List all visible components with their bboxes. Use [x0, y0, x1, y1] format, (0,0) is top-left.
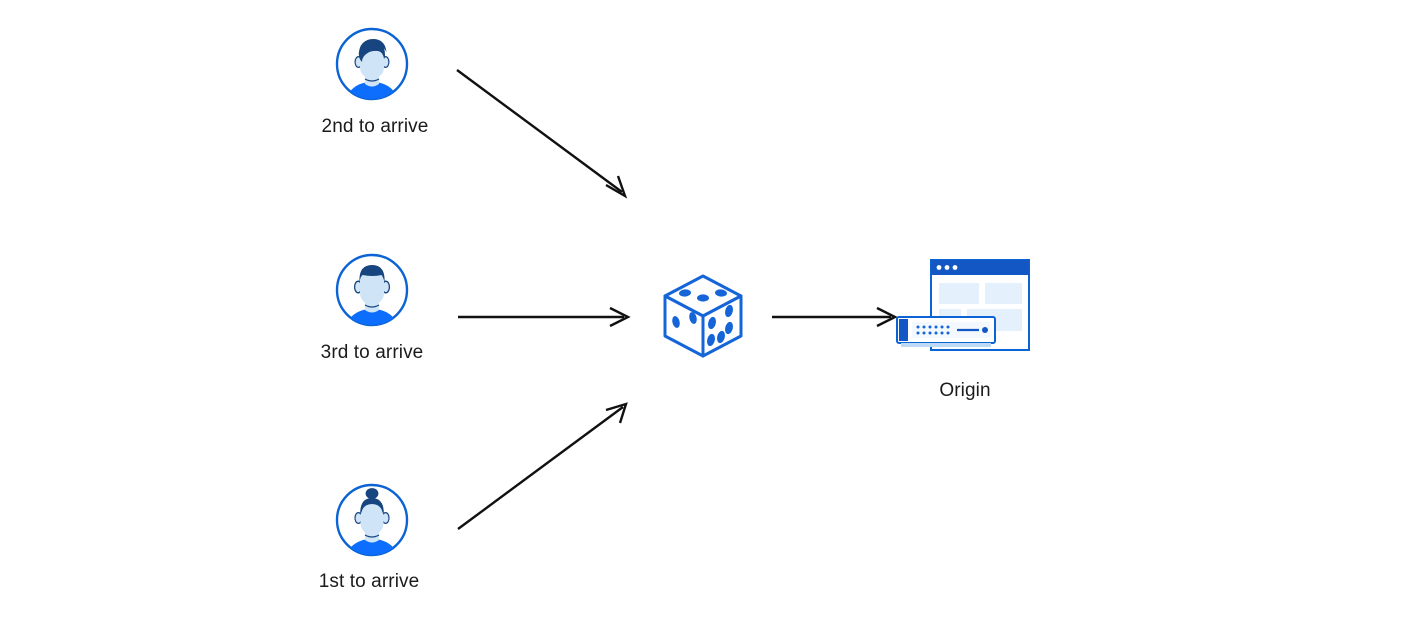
node-label-user-2nd: 2nd to arrive	[321, 116, 429, 137]
user-avatar-icon	[335, 253, 409, 327]
node-dice[interactable]	[655, 268, 751, 364]
node-user-2nd[interactable]	[334, 26, 410, 102]
arrow-1st-to-dice	[457, 402, 628, 530]
user-avatar-icon	[335, 27, 409, 101]
node-origin[interactable]	[893, 256, 1033, 356]
arrow-3rd-to-dice	[458, 306, 631, 328]
node-user-3rd[interactable]	[334, 252, 410, 328]
node-label-origin: Origin	[939, 380, 991, 401]
node-label-user-1st: 1st to arrive	[318, 571, 420, 592]
server-device-shape	[896, 316, 996, 347]
user-avatar-icon	[335, 483, 409, 557]
node-user-1st[interactable]	[334, 482, 410, 558]
arrow-2nd-to-dice	[456, 69, 628, 199]
origin-server-icon	[896, 259, 1030, 351]
dice-icon	[663, 274, 743, 358]
arrow-dice-to-origin	[772, 306, 898, 328]
node-label-user-3rd: 3rd to arrive	[320, 342, 424, 363]
